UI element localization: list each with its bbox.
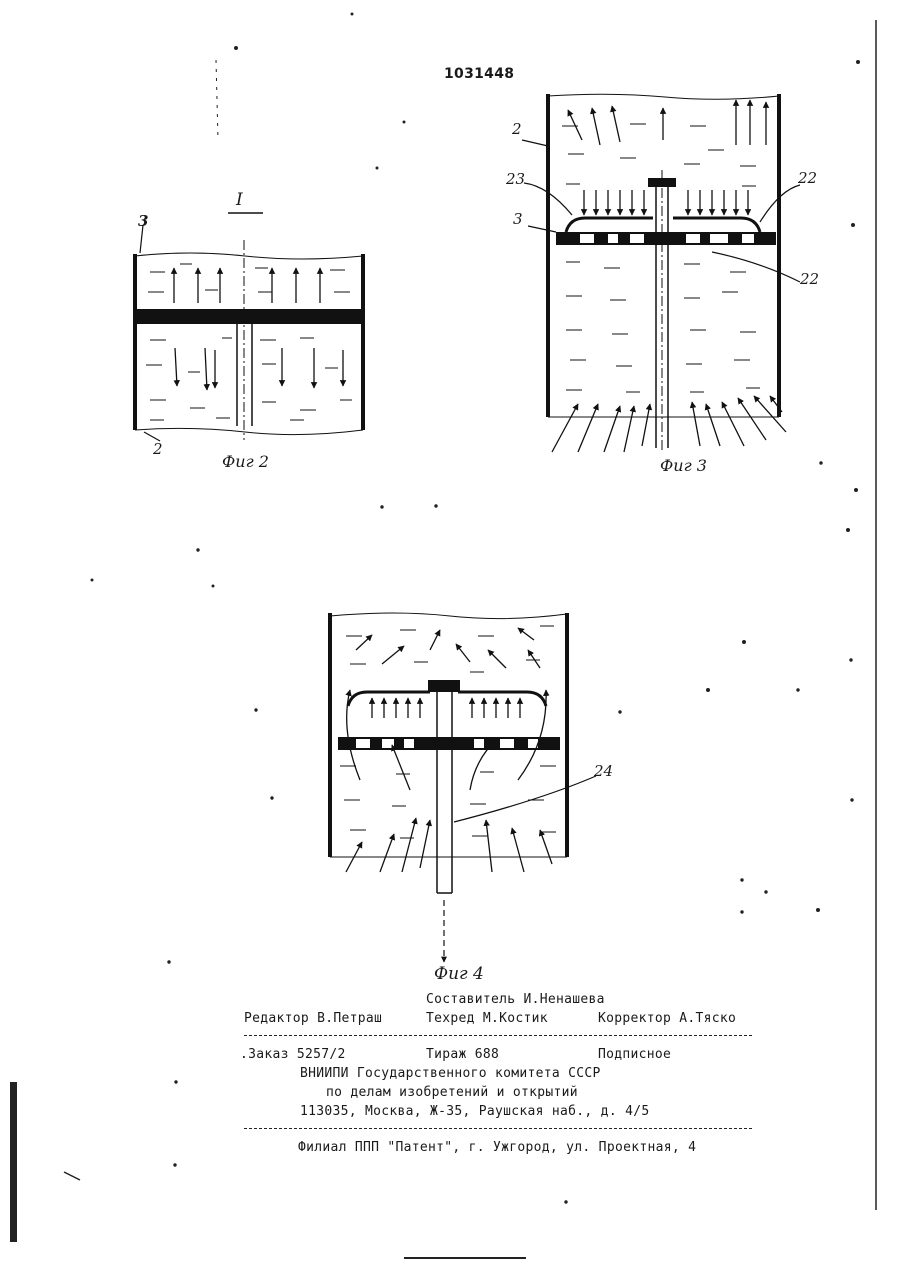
subscription-line: Подписное bbox=[598, 1047, 671, 1062]
org-line-2: по делам изобретений и открытий bbox=[326, 1085, 578, 1100]
imprint-divider-top bbox=[244, 1035, 752, 1036]
porous-plate-fig3 bbox=[556, 232, 776, 245]
techred-line: Техред М.Костик bbox=[426, 1011, 548, 1026]
figure-3 bbox=[522, 94, 800, 452]
liquid-hatch-fig4 bbox=[340, 626, 556, 838]
fig2-caption: Фиг 2 bbox=[222, 452, 269, 471]
fig3-label-2: 2 bbox=[512, 120, 522, 138]
fig3-label-23: 23 bbox=[506, 170, 525, 188]
editor-line: Редактор В.Петраш bbox=[244, 1011, 382, 1026]
fig2-label-3: 3 bbox=[138, 212, 148, 230]
corrector-line: Корректор А.Тяско bbox=[598, 1011, 736, 1026]
fig2-detail-mark: I bbox=[236, 190, 243, 210]
liquid-hatch-fig3 bbox=[562, 124, 760, 392]
figure-4 bbox=[330, 613, 596, 962]
fig3-label-3: 3 bbox=[513, 210, 523, 228]
fig3-label-22-bottom: 22 bbox=[800, 270, 819, 288]
print-run-line: Тираж 688 bbox=[426, 1047, 499, 1062]
fig3-caption: Фиг 3 bbox=[660, 456, 707, 475]
address-line: 113035, Москва, Ж-35, Раушская наб., д. … bbox=[300, 1104, 649, 1119]
fig4-caption: Фиг 4 bbox=[434, 964, 484, 984]
figure-2 bbox=[135, 213, 363, 441]
org-line-1: ВНИИПИ Государственного комитета СССР bbox=[300, 1066, 601, 1081]
compiler-line: Составитель И.Ненашева bbox=[426, 992, 605, 1007]
branch-line: Филиал ППП "Патент", г. Ужгород, ул. Про… bbox=[298, 1140, 696, 1155]
fig4-label-24: 24 bbox=[594, 762, 613, 780]
liquid-hatch-fig2 bbox=[146, 264, 352, 420]
order-line: .Заказ 5257/2 bbox=[240, 1047, 346, 1062]
imprint-divider-bottom bbox=[244, 1128, 752, 1129]
porous-plate-fig4 bbox=[338, 737, 560, 750]
fig3-label-22-top: 22 bbox=[798, 169, 817, 187]
fig2-label-2: 2 bbox=[153, 440, 163, 458]
